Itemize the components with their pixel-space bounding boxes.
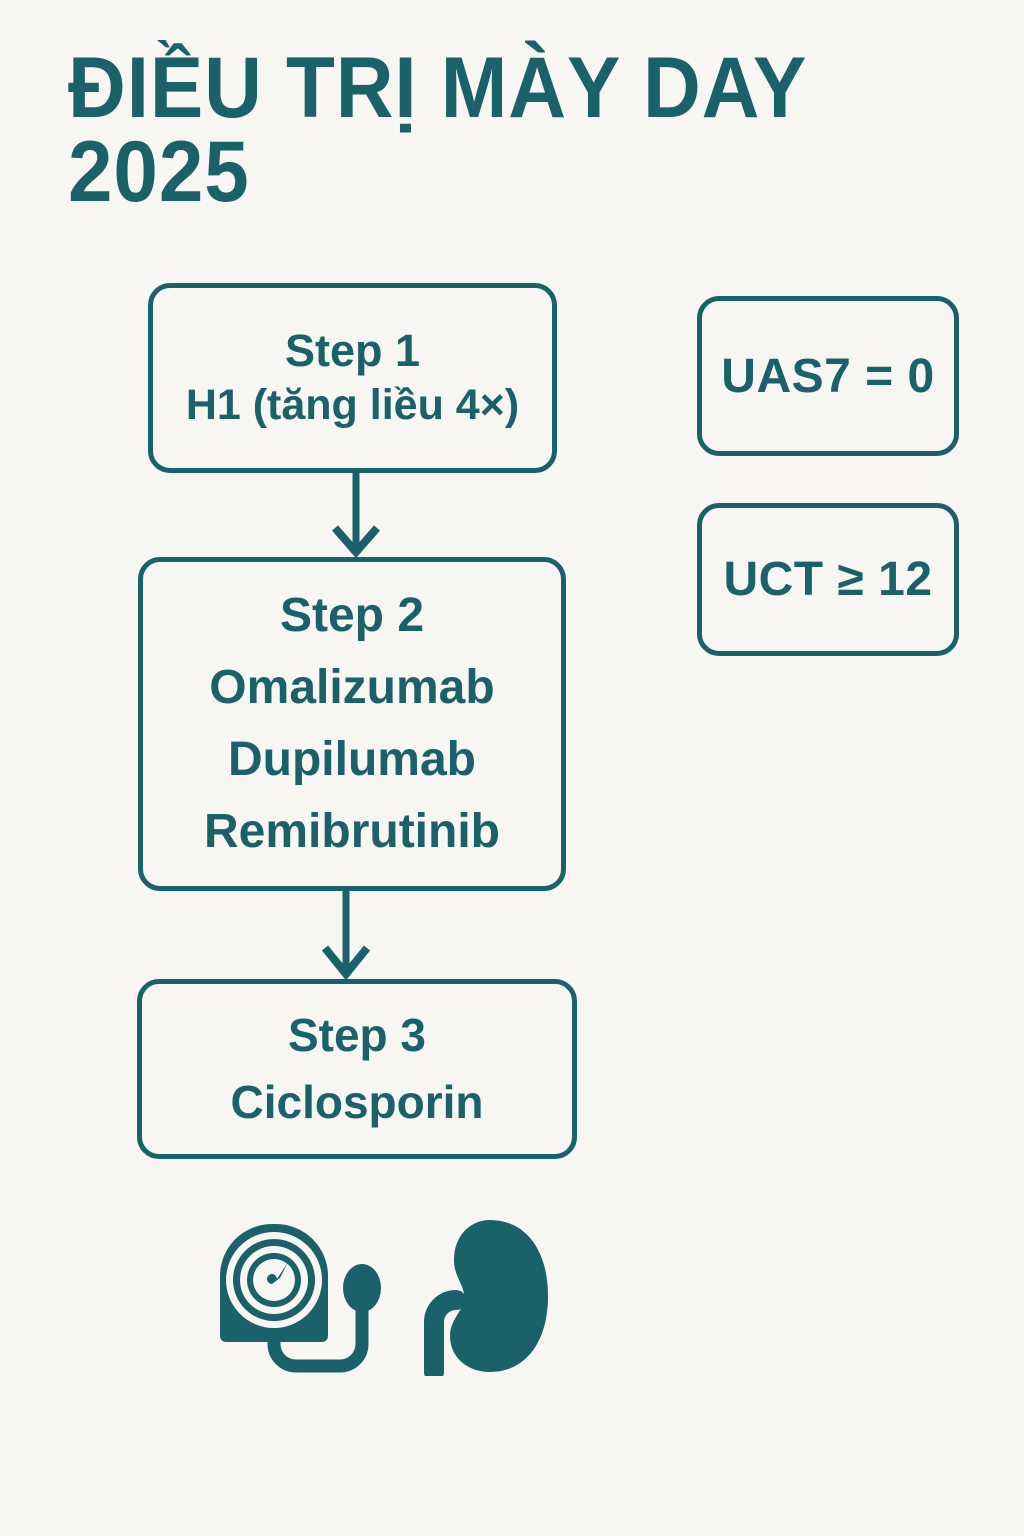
target-uct-box: UCT ≥ 12 bbox=[697, 503, 959, 656]
step-2-drug-remibrutinib: Remibrutinib bbox=[204, 805, 500, 858]
arrow-step1-to-step2 bbox=[331, 470, 381, 559]
page-title: ĐIỀU TRỊ MÀY DAY 2025 bbox=[68, 40, 808, 221]
kidney-icon bbox=[424, 1220, 548, 1376]
step-3-box: Step 3 Ciclosporin bbox=[137, 979, 577, 1159]
step-2-heading: Step 2 bbox=[279, 589, 425, 642]
target-uct-label: UCT ≥ 12 bbox=[723, 553, 933, 606]
step-1-box: Step 1 H1 (tăng liều 4×) bbox=[148, 283, 557, 473]
target-uas7-label: UAS7 = 0 bbox=[721, 349, 935, 403]
step-2-drug-omalizumab: Omalizumab bbox=[209, 661, 495, 714]
step-1-heading: Step 1 bbox=[284, 325, 421, 377]
step-3-detail: Ciclosporin bbox=[230, 1076, 484, 1128]
arrow-step2-to-step3 bbox=[321, 886, 371, 981]
step-1-detail: H1 (tăng liều 4×) bbox=[185, 381, 520, 430]
step-2-drug-dupilumab: Dupilumab bbox=[228, 733, 476, 786]
blood-pressure-monitor-icon bbox=[220, 1224, 381, 1373]
step-3-heading: Step 3 bbox=[287, 1009, 427, 1062]
step-2-box: Step 2 Omalizumab Dupilumab Remibrutinib bbox=[138, 557, 566, 891]
target-uas7-box: UAS7 = 0 bbox=[697, 296, 959, 456]
